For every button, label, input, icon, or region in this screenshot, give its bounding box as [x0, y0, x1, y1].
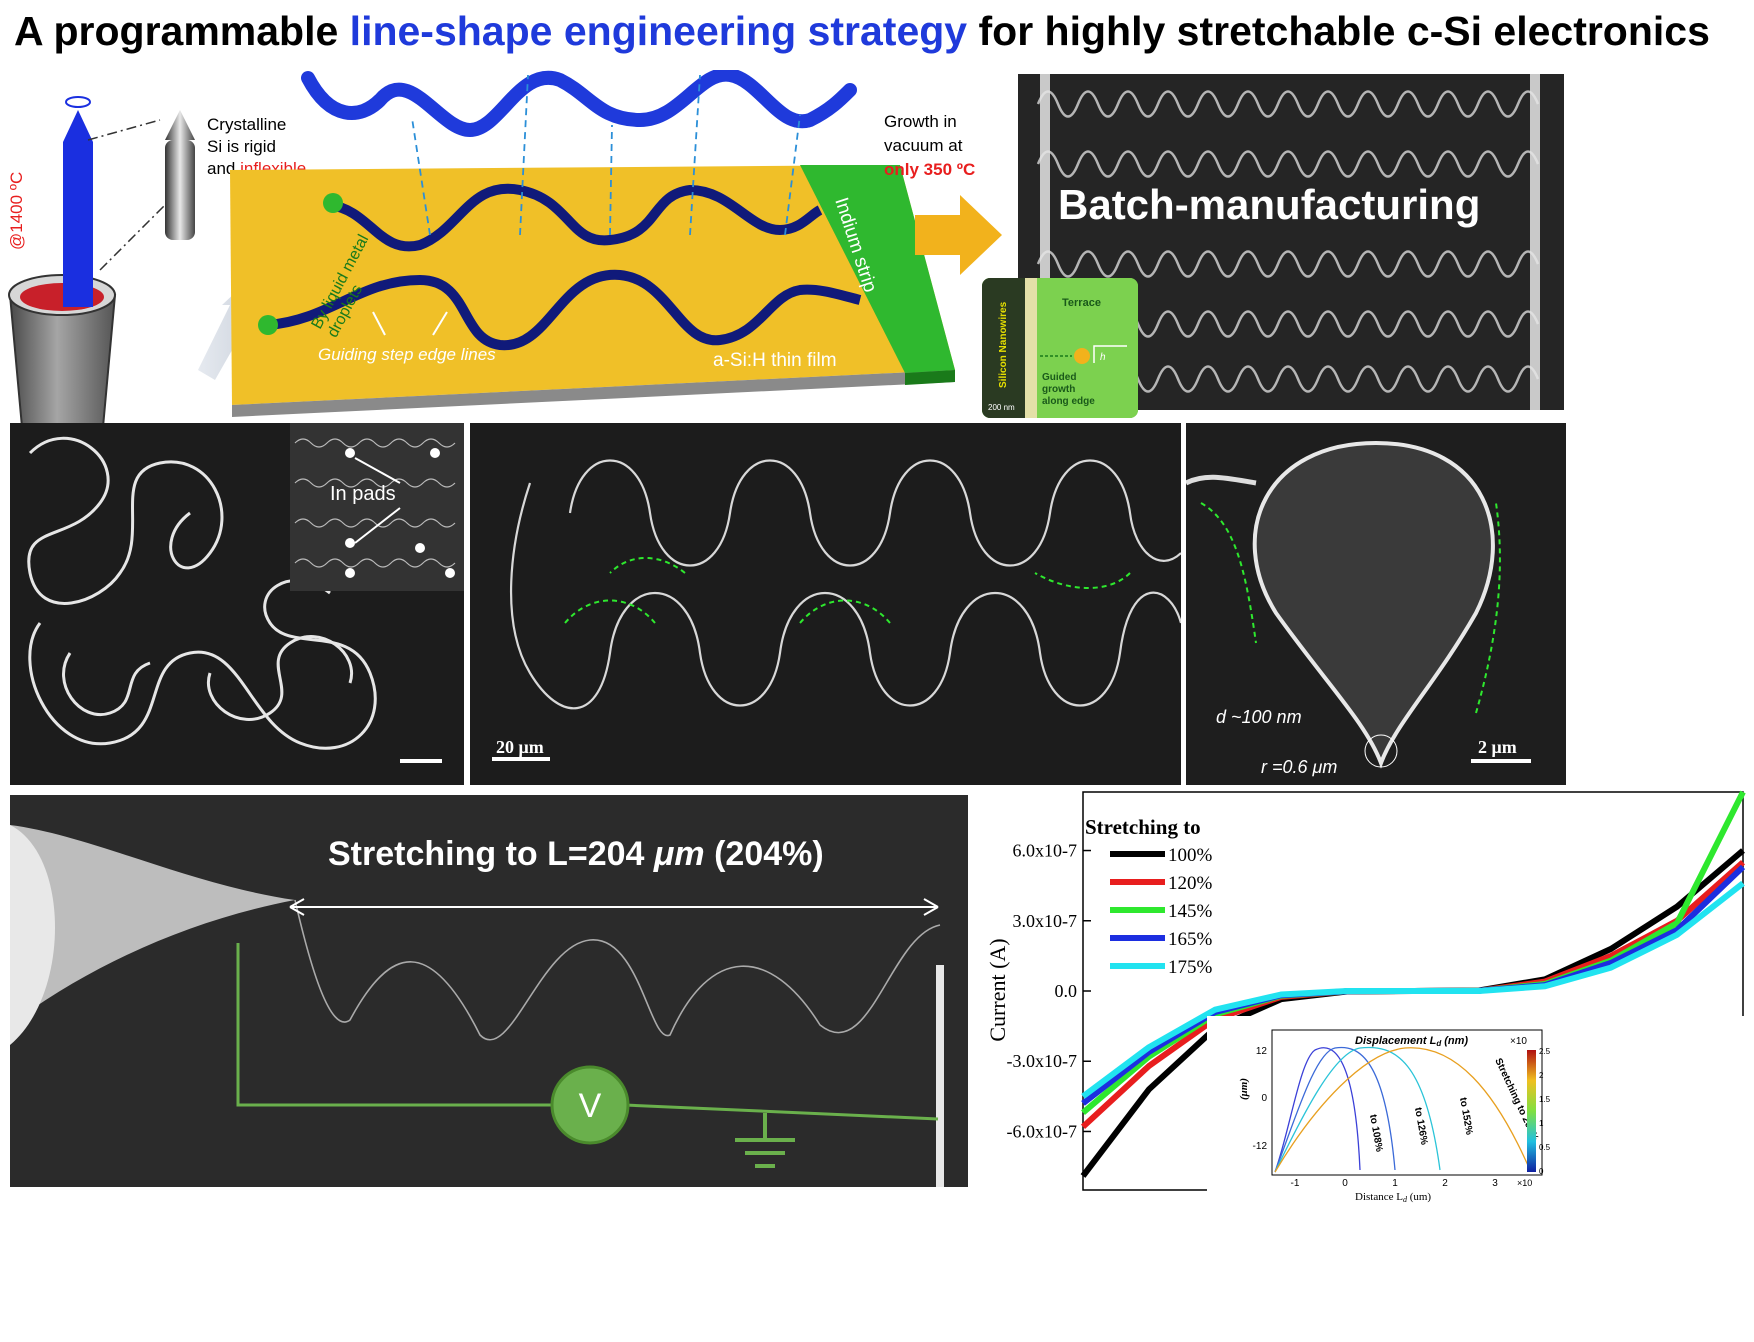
- colorbar: [1527, 1050, 1536, 1172]
- inset-guided-label: Guided growth along edge: [1042, 372, 1095, 407]
- crucible-temperature: @1400 ºC: [7, 172, 26, 250]
- inset-xtick: 2: [1442, 1178, 1448, 1189]
- inset-ytick: 0: [1261, 1093, 1267, 1104]
- legend: Stretching to 100% 120% 145% 165% 175%: [1085, 815, 1213, 978]
- inset-ytick: -12: [1253, 1141, 1268, 1152]
- inset-nanowire-label: Silicon Nanowires: [998, 301, 1009, 388]
- colorbar-tick: 2: [1539, 1071, 1544, 1080]
- growth-temperature: only 350 ºC: [884, 160, 975, 179]
- crystalline-caption: Crystalline Si is rigid and inflexible: [207, 115, 306, 178]
- colorbar-tick: 0.5: [1539, 1143, 1551, 1152]
- voltmeter-icon: [550, 1065, 630, 1145]
- y-tick-label: 3.0x10-7: [1013, 911, 1078, 931]
- voltmeter-label: V: [579, 1087, 602, 1125]
- title-part1: A programmable: [14, 8, 350, 54]
- legend-label: 145%: [1168, 901, 1213, 922]
- d-label: d ~100 nm: [1216, 707, 1302, 727]
- legend-label: 100%: [1168, 845, 1213, 866]
- legend-title: Stretching to: [1085, 815, 1201, 839]
- inset-colorbar-exp: ×10: [1510, 1036, 1527, 1047]
- si-ingot: [63, 96, 93, 307]
- inset-xtick: 1: [1392, 1178, 1398, 1189]
- inset-chart: Displacement Ld (nm) ×10 (μm) 12 0 -12 -…: [1207, 1016, 1747, 1226]
- inset-xtick: 0: [1342, 1178, 1348, 1189]
- y-tick-label: -6.0x10-7: [1007, 1121, 1078, 1141]
- inset-ylabel: (μm): [1238, 1078, 1250, 1100]
- sem-loop-panel: d ~100 nm r =0.6 μm 2 μm: [1186, 423, 1566, 785]
- colorbar-tick: 0: [1539, 1167, 1544, 1176]
- guiding-caption: Guiding step edge lines: [318, 345, 496, 364]
- sem-wave-panel: 20 μm: [470, 423, 1181, 785]
- inset-scale-label: 200 nm: [988, 403, 1015, 412]
- iv-chart-panel: Current (A) 6.0x10-7 3.0x10-7 0.0 -3.0x10-7…: [975, 790, 1754, 1342]
- legend-label: 175%: [1168, 957, 1213, 978]
- stretch-sem-panel: Stretching to L=204 μm (204%) V: [10, 795, 968, 1187]
- terrace-inset: Silicon Nanowires Terrace h Guided growt…: [982, 278, 1138, 418]
- scale-20um: 20 μm: [496, 737, 544, 757]
- sem-serpentine-panel: In pads: [10, 423, 464, 785]
- r-label: r =0.6 μm: [1261, 757, 1337, 777]
- crystalline-tip: [165, 110, 195, 240]
- scale-2um: 2 μm: [1478, 737, 1517, 757]
- colorbar-tick: 2.5: [1539, 1047, 1551, 1056]
- inset-xtick: 3: [1492, 1178, 1498, 1189]
- series-lines: [1080, 790, 1746, 1178]
- y-tick-label: -3.0x10-7: [1007, 1051, 1078, 1071]
- inset-xlabel: Distance Ld (um): [1355, 1191, 1431, 1204]
- title-highlight: line-shape engineering strategy: [349, 8, 968, 54]
- inset-ytick: 12: [1256, 1046, 1268, 1057]
- batch-label: Batch-manufacturing: [1058, 181, 1480, 228]
- growth-caption: Growth in vacuum at: [884, 112, 963, 155]
- y-tick-label: 6.0x10-7: [1013, 841, 1078, 861]
- inset-terrace-label: Terrace: [1062, 297, 1101, 309]
- iv-chart: Current (A) 6.0x10-7 3.0x10-7 0.0 -3.0x10-7…: [985, 790, 1747, 1226]
- y-ticks: 6.0x10-7 3.0x10-7 0.0 -3.0x10-7 -6.0x10-7: [1007, 841, 1091, 1141]
- colorbar-tick: 1.5: [1539, 1095, 1551, 1104]
- inset-xtick: -1: [1291, 1178, 1300, 1189]
- y-axis-label: Current (A): [985, 938, 1010, 1041]
- inset-title: Displacement Ld (nm): [1355, 1035, 1468, 1048]
- figure-title: A programmable line-shape engineering st…: [14, 8, 1744, 64]
- title-part2: for highly stretchable c-Si electronics: [967, 8, 1710, 54]
- inset-h-label: h: [1100, 352, 1106, 363]
- batch-sem-panel: Batch-manufacturing: [1018, 74, 1564, 410]
- colorbar-tick: 1: [1539, 1119, 1544, 1128]
- ground-icon: [735, 1113, 795, 1168]
- nanowire-illustration: [301, 70, 857, 138]
- in-pads-label: In pads: [330, 483, 396, 505]
- inset-x-exp: ×10: [1517, 1178, 1532, 1188]
- stretch-label: Stretching to L=204 μm (204%): [328, 835, 824, 873]
- film-caption: a-Si:H thin film: [713, 350, 837, 371]
- schematic-panel: @1400 ºC Crystalline Si is rigid and inf…: [0, 70, 1010, 470]
- y-tick-label: 0.0: [1055, 981, 1078, 1001]
- orange-arrow-icon: [915, 195, 1002, 275]
- legend-label: 165%: [1168, 929, 1213, 950]
- legend-label: 120%: [1168, 873, 1213, 894]
- series-line-175pct: [1081, 880, 1745, 1099]
